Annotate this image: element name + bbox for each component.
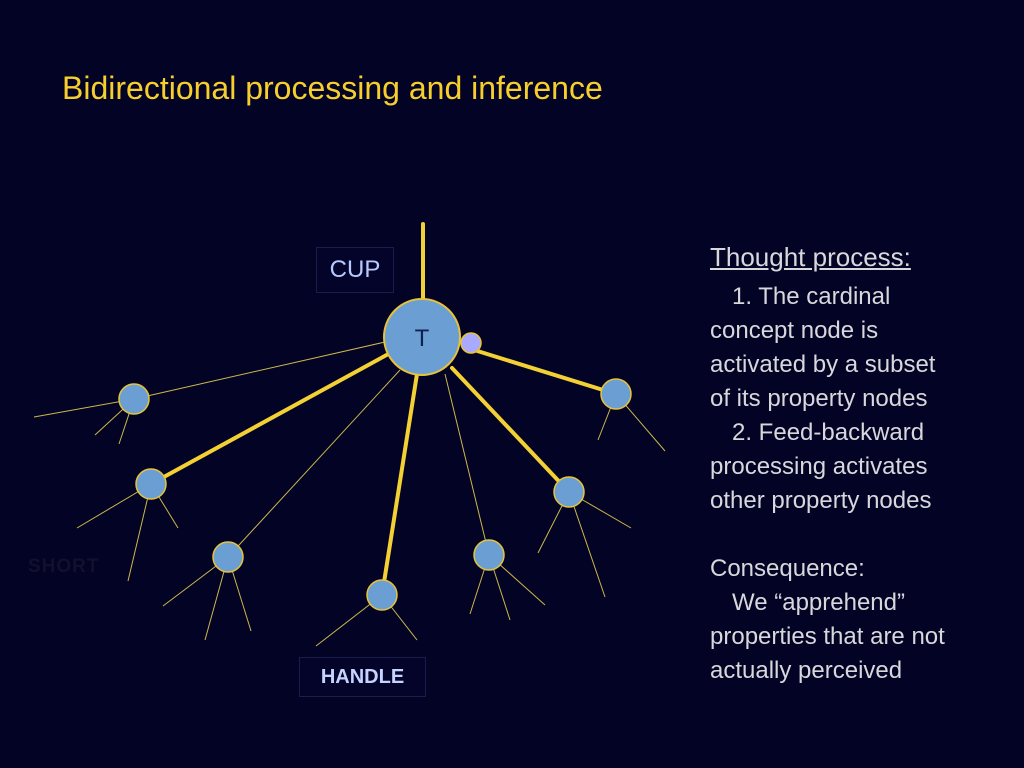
link-hub-to-node-7: [469, 347, 618, 396]
property-label-handle: HANDLE: [299, 657, 426, 697]
slide-title: Bidirectional processing and inference: [62, 70, 603, 106]
text-line: of its property nodes: [710, 385, 928, 412]
fan-line: [127, 483, 152, 582]
text-line: actually perceived: [710, 657, 903, 684]
fan-line: [33, 398, 135, 418]
cardinal-concept-node: [383, 298, 461, 376]
text-line: We “apprehend”: [732, 589, 905, 616]
link-hub-to-node-1: [133, 341, 386, 400]
text-line: properties that are not: [710, 623, 945, 650]
text-line: other property nodes: [710, 487, 932, 514]
property-node-short: [135, 468, 167, 500]
fan-line: [568, 491, 606, 598]
property-node: [473, 539, 505, 571]
small-activation-node: [460, 332, 482, 354]
strong-links: [149, 222, 618, 597]
text-line: 1. The cardinal: [732, 283, 891, 310]
text-line: activated by a subset: [710, 351, 936, 378]
concept-label-cup: CUP: [316, 247, 394, 293]
consequence-heading: Consequence:: [710, 555, 865, 582]
property-node: [553, 476, 585, 508]
thought-process-panel: Thought process: 1. The cardinal concept…: [710, 240, 1010, 688]
link-hub-to-node-4: [380, 372, 419, 597]
property-node: [212, 541, 244, 573]
property-node: [600, 378, 632, 410]
link-hub-to-node-3: [227, 369, 401, 558]
property-node-handle: [366, 579, 398, 611]
text-line: concept node is: [710, 317, 879, 344]
link-hub-to-node-2: [149, 350, 394, 486]
text-line: 2. Feed-backward: [732, 419, 925, 446]
link-hub-to-node-5: [444, 373, 490, 556]
thought-process-heading: Thought process:: [710, 242, 911, 272]
cardinal-node-label: T: [415, 325, 430, 352]
property-node: [118, 383, 150, 415]
link-hub-to-node-6: [450, 366, 571, 494]
text-line: processing activates: [710, 453, 928, 480]
property-nodes: [118, 378, 632, 611]
property-label-short: SHORT: [28, 556, 100, 577]
